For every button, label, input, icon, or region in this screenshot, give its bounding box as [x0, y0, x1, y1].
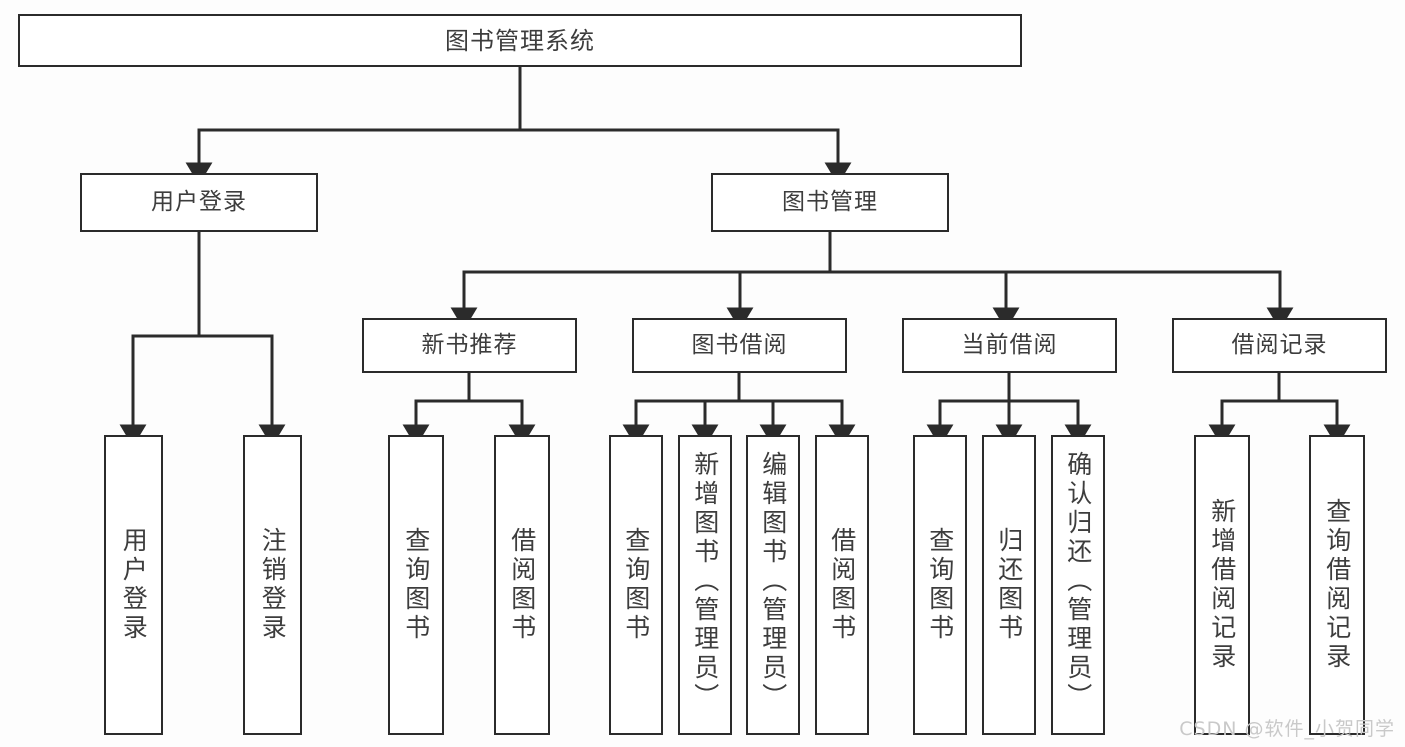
node-leaf-user-logout[interactable]: 注销登录 — [243, 435, 302, 735]
node-leaf-add-book[interactable]: 新增图书（管理员） — [678, 435, 732, 735]
node-book-management-label: 图书管理 — [782, 189, 878, 215]
node-user-login-label: 用户登录 — [151, 189, 247, 215]
node-leaf-add-record[interactable]: 新增借阅记录 — [1194, 435, 1250, 735]
node-leaf-query-record[interactable]: 查询借阅记录 — [1309, 435, 1365, 735]
node-leaf-query-book-2-label: 查询图书 — [621, 527, 651, 643]
node-leaf-user-login[interactable]: 用户登录 — [104, 435, 163, 735]
node-leaf-query-book-2[interactable]: 查询图书 — [609, 435, 663, 735]
node-leaf-add-book-label: 新增图书（管理员） — [690, 451, 720, 712]
node-book-borrow[interactable]: 图书借阅 — [632, 318, 847, 373]
node-leaf-confirm-return[interactable]: 确认归还（管理员） — [1051, 435, 1105, 735]
node-leaf-query-book-1[interactable]: 查询图书 — [388, 435, 444, 735]
node-new-book-recommend-label: 新书推荐 — [421, 332, 518, 358]
node-borrow-record-label: 借阅记录 — [1231, 332, 1328, 358]
node-leaf-user-login-label: 用户登录 — [119, 527, 149, 643]
node-root[interactable]: 图书管理系统 — [18, 14, 1022, 67]
watermark: CSDN @软件_小贺同学 — [1179, 718, 1395, 740]
node-current-borrow[interactable]: 当前借阅 — [902, 318, 1117, 373]
node-leaf-query-book-3-label: 查询图书 — [925, 527, 955, 643]
node-leaf-query-record-label: 查询借阅记录 — [1322, 498, 1352, 672]
node-book-management[interactable]: 图书管理 — [711, 173, 949, 232]
node-leaf-borrow-book-2[interactable]: 借阅图书 — [815, 435, 869, 735]
node-leaf-return-book-label: 归还图书 — [994, 527, 1024, 643]
node-leaf-add-record-label: 新增借阅记录 — [1207, 498, 1237, 672]
node-leaf-query-book-1-label: 查询图书 — [401, 527, 431, 643]
node-leaf-user-logout-label: 注销登录 — [258, 527, 288, 643]
node-leaf-query-book-3[interactable]: 查询图书 — [913, 435, 967, 735]
node-borrow-record[interactable]: 借阅记录 — [1172, 318, 1387, 373]
node-leaf-edit-book-label: 编辑图书（管理员） — [758, 451, 788, 712]
node-leaf-edit-book[interactable]: 编辑图书（管理员） — [746, 435, 800, 735]
node-user-login[interactable]: 用户登录 — [80, 173, 318, 232]
node-leaf-confirm-return-label: 确认归还（管理员） — [1063, 451, 1093, 712]
node-leaf-borrow-book-1[interactable]: 借阅图书 — [494, 435, 550, 735]
node-new-book-recommend[interactable]: 新书推荐 — [362, 318, 577, 373]
node-current-borrow-label: 当前借阅 — [961, 332, 1058, 358]
node-leaf-return-book[interactable]: 归还图书 — [982, 435, 1036, 735]
node-leaf-borrow-book-1-label: 借阅图书 — [507, 527, 537, 643]
node-book-borrow-label: 图书借阅 — [691, 332, 788, 358]
node-root-label: 图书管理系统 — [445, 26, 595, 55]
node-leaf-borrow-book-2-label: 借阅图书 — [827, 527, 857, 643]
